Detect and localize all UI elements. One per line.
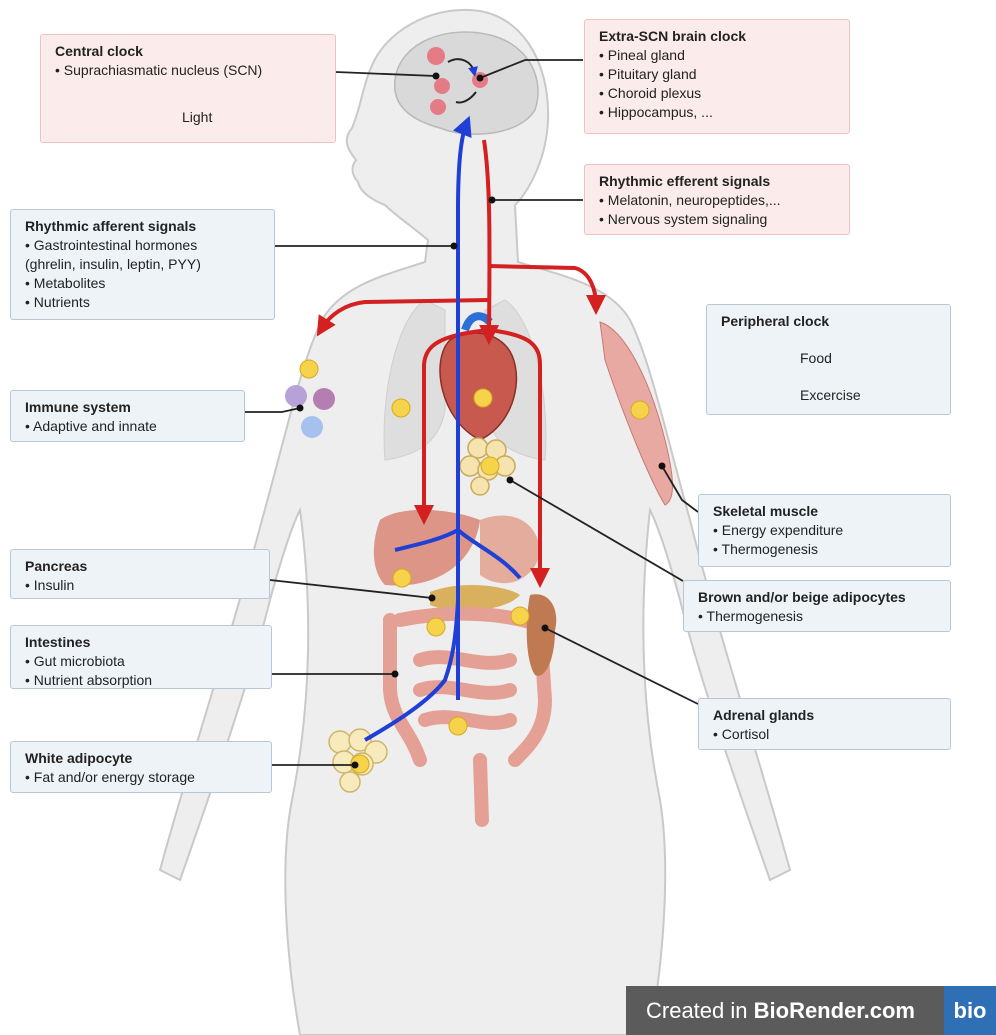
peripheral-clock-title: Peripheral clock: [721, 313, 830, 329]
central-clock-title: Central clock: [55, 43, 143, 59]
extra-scn-item-3: Hippocampus, ...: [599, 103, 837, 122]
extra-scn-item-0: Pineal gland: [599, 46, 837, 65]
immune-box: Immune system Adaptive and innate: [10, 390, 245, 442]
efferent-arrows: [316, 139, 606, 588]
intestines-title: Intestines: [25, 634, 91, 650]
skeletal-muscle-title: Skeletal muscle: [713, 503, 819, 519]
afferent-item-0: Gastrointestinal hormones: [25, 236, 262, 255]
exercise-label: Excercise: [800, 387, 861, 403]
efferent-item-1: Nervous system signaling: [599, 210, 837, 229]
intestines-box: Intestines Gut microbiota Nutrient absor…: [10, 625, 272, 689]
skeletal-muscle-item-0: Energy expenditure: [713, 521, 938, 540]
light-label: Light: [182, 109, 213, 125]
afferent-box: Rhythmic afferent signals Gastrointestin…: [10, 209, 275, 320]
afferent-continuation: (ghrelin, insulin, leptin, PYY): [25, 256, 201, 272]
afferent-title: Rhythmic afferent signals: [25, 218, 197, 234]
intestines-item-0: Gut microbiota: [25, 652, 259, 671]
immune-title: Immune system: [25, 399, 131, 415]
liver-stomach: [373, 509, 540, 611]
efferent-title: Rhythmic efferent signals: [599, 173, 771, 189]
brain: [394, 31, 539, 135]
credit-prefix: Created in: [646, 998, 754, 1023]
immune-cells: [285, 385, 335, 438]
brown-adipocytes-title: Brown and/or beige adipocytes: [698, 589, 906, 605]
biorender-credit: Created in BioRender.com bio: [626, 986, 996, 1035]
central-clock-item: Suprachiasmatic nucleus (SCN): [55, 61, 323, 80]
pancreas-title: Pancreas: [25, 558, 88, 574]
skeletal-muscle-item-1: Thermogenesis: [713, 540, 938, 559]
adrenal-box: Adrenal glands Cortisol: [698, 698, 951, 750]
white-adipocyte-box: White adipocyte Fat and/or energy storag…: [10, 741, 272, 793]
adrenal-title: Adrenal glands: [713, 707, 815, 723]
extra-scn-title: Extra-SCN brain clock: [599, 28, 747, 44]
afferent-item-2: Nutrients: [25, 293, 262, 312]
brown-adipocytes: [459, 437, 516, 496]
efferent-item-0: Melatonin, neuropeptides,...: [599, 191, 837, 210]
extra-scn-item-2: Choroid plexus: [599, 84, 837, 103]
adrenal-item: Cortisol: [713, 725, 938, 744]
pointer-dots: [296, 72, 666, 769]
pancreas-item: Insulin: [25, 576, 257, 595]
adrenal-gland: [526, 594, 557, 676]
afferent-item-1: Metabolites: [25, 274, 262, 293]
peripheral-clock-box: Peripheral clock: [706, 304, 951, 415]
pancreas-box: Pancreas Insulin: [10, 549, 270, 599]
credit-name: BioRender.com: [753, 998, 915, 1023]
efferent-box: Rhythmic efferent signals Melatonin, neu…: [584, 164, 850, 235]
central-clock-box: Central clock Suprachiasmatic nucleus (S…: [40, 34, 336, 143]
extra-scn-item-1: Pituitary gland: [599, 65, 837, 84]
intestines-item-1: Nutrient absorption: [25, 671, 259, 690]
extra-scn-box: Extra-SCN brain clock Pineal gland Pitui…: [584, 19, 850, 134]
immune-item: Adaptive and innate: [25, 417, 232, 436]
afferent-arrows: [364, 115, 522, 742]
pointer-lines: [245, 59, 699, 766]
white-adipocyte-title: White adipocyte: [25, 750, 133, 766]
skeletal-muscle-box: Skeletal muscle Energy expenditure Therm…: [698, 494, 951, 567]
food-label: Food: [800, 350, 832, 366]
biorender-logo: bio: [944, 986, 996, 1035]
brown-adipocytes-item: Thermogenesis: [698, 607, 938, 626]
white-adipocyte-item: Fat and/or energy storage: [25, 768, 259, 787]
brown-adipocytes-box: Brown and/or beige adipocytes Thermogene…: [683, 580, 951, 632]
